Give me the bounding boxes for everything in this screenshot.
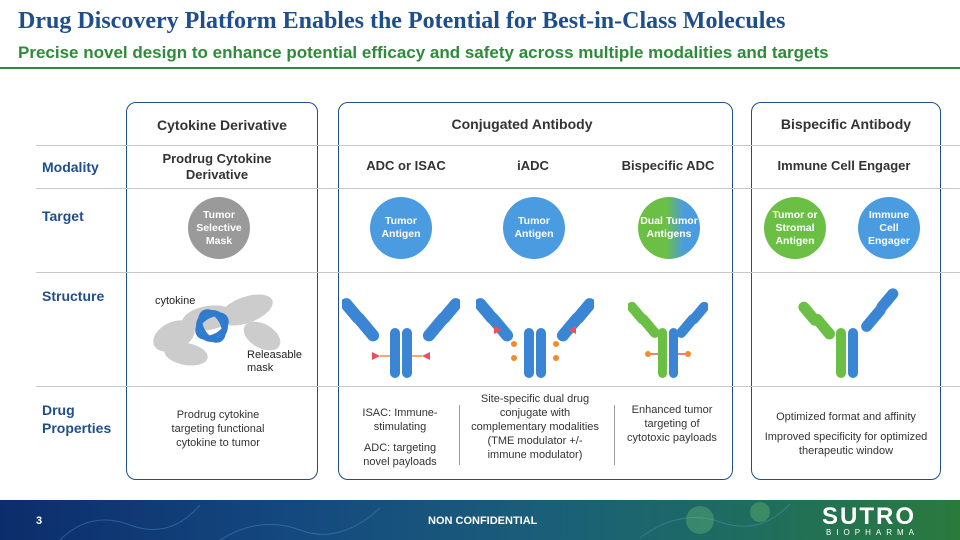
target-label: Tumor Selective Mask [196, 208, 242, 247]
logo-subtitle: BIOPHARMA [826, 528, 920, 537]
group-box-cytokine [126, 102, 318, 480]
footer-bar: 3 NON CONFIDENTIAL SUTRO BIOPHARMA [0, 500, 960, 540]
property-adc: ADC: targeting novel payloads [363, 442, 437, 468]
target-label: Dual Tumor Antigens [640, 215, 698, 240]
target-tumor-selective-mask: Tumor Selective Mask [188, 197, 250, 259]
row-divider [36, 145, 960, 146]
row-label-target: Target [42, 208, 84, 224]
cytokine-mask-illustration [153, 294, 281, 366]
cytokine-label: cytokine [155, 295, 196, 307]
target-label: Tumor or Stromal Antigen [772, 208, 818, 247]
target-label: Tumor Antigen [381, 215, 421, 240]
target-label: Immune Cell Engager [867, 208, 910, 247]
bispecific-antibody-icon [798, 288, 899, 378]
target-label: Tumor Antigen [514, 215, 554, 240]
target-immune-cell-engager: Immune Cell Engager [858, 197, 920, 259]
modality-bispecific-adc: Bispecific ADC [621, 158, 715, 173]
sutro-logo: SUTRO BIOPHARMA [822, 504, 934, 538]
property-iadc: Site-specific dual drug conjugate with c… [471, 393, 599, 461]
page-subtitle: Precise novel design to enhance potentia… [18, 43, 829, 62]
bispecific-adc-antibody-icon [628, 301, 708, 378]
property-bispecific-format: Optimized format and affinity [776, 411, 916, 423]
column-separator [614, 405, 615, 465]
property-isac: ISAC: Immune-stimulating [362, 407, 438, 433]
property-prodrug: Prodrug cytokine targeting functional cy… [171, 409, 265, 449]
adc-antibody-icon [342, 298, 460, 378]
group-header-bispecific: Bispecific Antibody [780, 116, 912, 132]
target-tumor-antigen: Tumor Antigen [370, 197, 432, 259]
property-bispecific-specificity: Improved specificity for optimized thera… [764, 431, 928, 457]
releasable-mask-label: Releasable mask [247, 349, 303, 374]
page-number: 3 [36, 515, 43, 527]
title-divider [0, 67, 960, 69]
row-label-modality: Modality [42, 159, 99, 175]
group-box-bispecific [751, 102, 941, 480]
page-title: Drug Discovery Platform Enables the Pote… [18, 8, 786, 34]
row-label-structure: Structure [42, 288, 105, 304]
iadc-antibody-icon [476, 298, 594, 378]
row-divider [36, 272, 960, 273]
property-bispecific-adc: Enhanced tumor targeting of cytotoxic pa… [627, 404, 717, 444]
target-tumor-or-stromal-antigen: Tumor or Stromal Antigen [764, 197, 826, 259]
footer-texture [59, 502, 791, 540]
modality-adc-isac: ADC or ISAC [366, 158, 446, 173]
target-tumor-antigen: Tumor Antigen [503, 197, 565, 259]
column-separator [459, 405, 460, 465]
row-divider [36, 188, 960, 189]
group-header-cytokine: Cytokine Derivative [157, 117, 287, 133]
modality-prodrug: Prodrug Cytokine Derivative [162, 151, 272, 182]
logo-wordmark: SUTRO [822, 503, 916, 530]
target-dual-tumor-antigens: Dual Tumor Antigens [638, 197, 700, 259]
group-box-conjugated [338, 102, 733, 480]
row-label-properties: Drug Properties [42, 402, 112, 436]
row-divider [36, 386, 960, 387]
modality-iadc: iADC [517, 158, 549, 173]
confidentiality-label: NON CONFIDENTIAL [428, 515, 538, 527]
group-header-conjugated: Conjugated Antibody [451, 116, 593, 132]
modality-immune-cell-engager: Immune Cell Engager [777, 158, 911, 173]
